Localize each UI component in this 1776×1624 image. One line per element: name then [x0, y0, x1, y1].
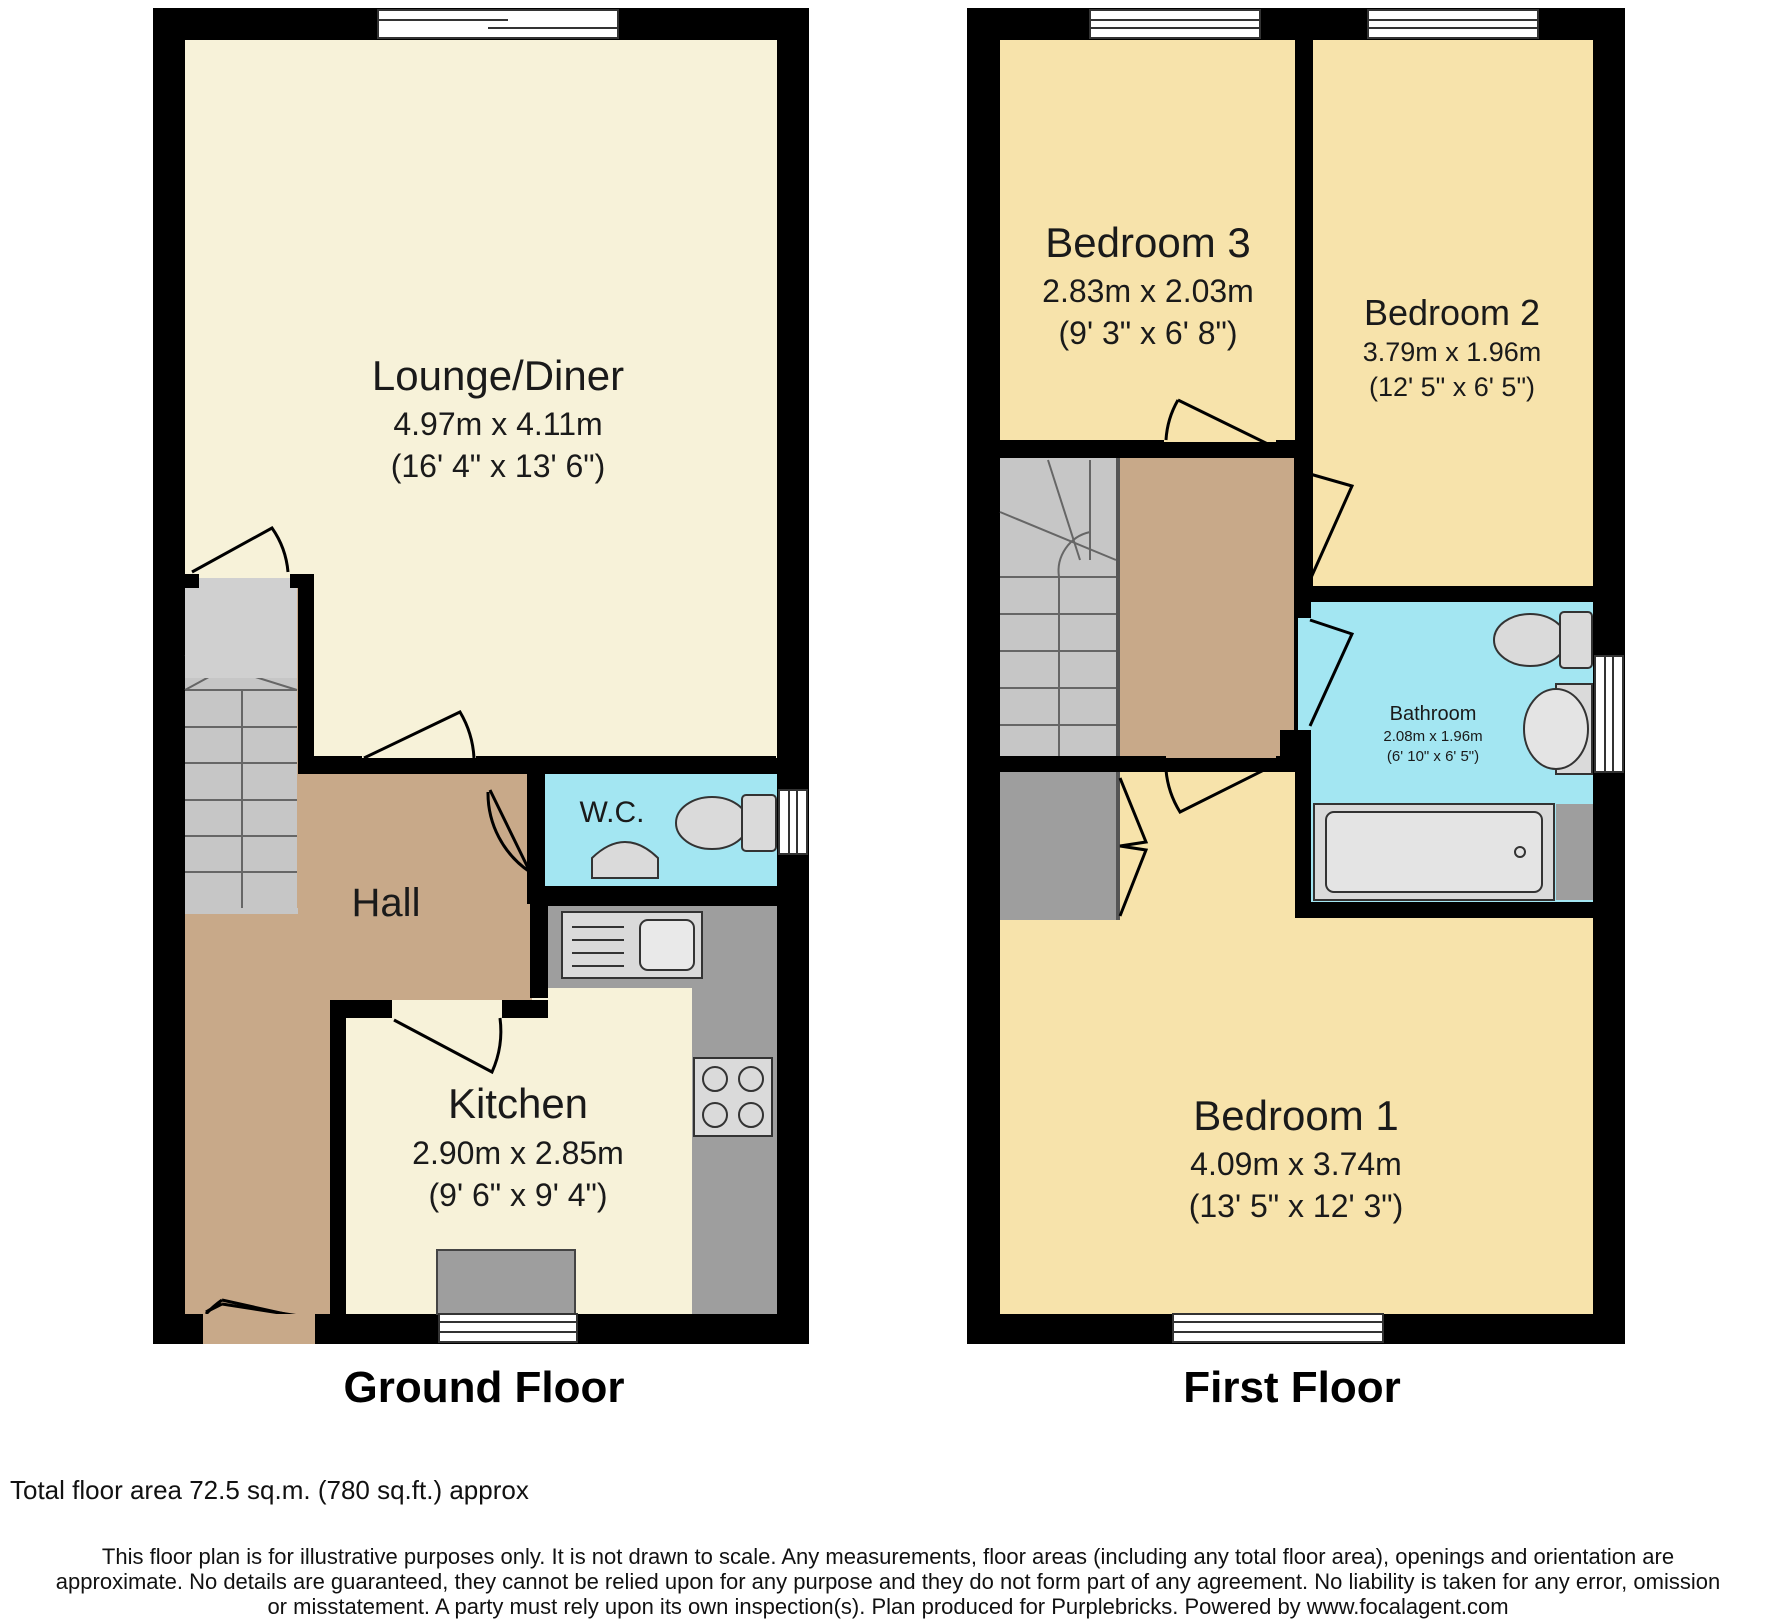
wc-basin-icon: [591, 841, 659, 879]
wc-label: W.C.: [580, 796, 645, 829]
bathroom-basin-icon: [1523, 683, 1593, 775]
ground-windows: [377, 9, 808, 1343]
ground-floor-title: Ground Floor: [343, 1363, 624, 1412]
first-internal-walls: [1000, 40, 1593, 920]
lounge-diner-name: Lounge/Diner: [372, 352, 624, 399]
bedroom2-metric: 3.79m x 1.96m: [1363, 337, 1542, 367]
ground-internal-walls: [185, 574, 777, 1314]
lounge-diner-label: Lounge/Diner 4.97m x 4.11m (16' 4" x 13'…: [372, 352, 624, 484]
first-floor-plan: Bedroom 3 2.83m x 2.03m (9' 3" x 6' 8") …: [967, 8, 1625, 1412]
first-stairs-treads: [999, 459, 1117, 758]
first-windows: [1089, 9, 1624, 1343]
bedroom3-floor: [1000, 40, 1295, 442]
first-floor-title: First Floor: [1183, 1363, 1401, 1412]
disclaimer: This floor plan is for illustrative purp…: [0, 1544, 1776, 1619]
hall-label: Hall: [352, 881, 421, 925]
bedroom1-floor: [1000, 772, 1593, 1314]
front-door-step: [203, 1314, 315, 1344]
lounge-diner-metric: 4.97m x 4.11m: [393, 406, 602, 442]
lounge-diner-imperial: (16' 4" x 13' 6"): [391, 448, 606, 484]
disclaimer-line-3: or misstatement. A party must rely upon …: [267, 1594, 1509, 1619]
bath-icon: [1313, 803, 1555, 901]
kitchen-imperial: (9' 6" x 9' 4"): [429, 1177, 608, 1213]
bathroom-toilet-icon: [1493, 611, 1593, 669]
disclaimer-line-2: approximate. No details are guaranteed, …: [55, 1569, 1721, 1594]
kitchen-metric: 2.90m x 2.85m: [412, 1135, 624, 1171]
bedroom3-imperial: (9' 3" x 6' 8"): [1059, 315, 1238, 351]
bedroom1-name: Bedroom 1: [1193, 1092, 1398, 1139]
ground-doors: [191, 526, 534, 1322]
landing-floor: [1118, 458, 1294, 758]
disclaimer-line-1: This floor plan is for illustrative purp…: [101, 1544, 1675, 1569]
bedroom3-metric: 2.83m x 2.03m: [1042, 273, 1254, 309]
bedroom3-label: Bedroom 3 2.83m x 2.03m (9' 3" x 6' 8"): [1042, 219, 1254, 351]
bedroom2-imperial: (12' 5" x 6' 5"): [1369, 372, 1535, 402]
bathroom-label: Bathroom 2.08m x 1.96m (6' 10" x 6' 5"): [1383, 703, 1482, 765]
kitchen-sink-icon: [561, 911, 703, 979]
bedroom2-name: Bedroom 2: [1364, 292, 1540, 333]
kitchen-unit-bottom: [436, 1249, 576, 1315]
bedroom2-label: Bedroom 2 3.79m x 1.96m (12' 5" x 6' 5"): [1363, 292, 1542, 402]
hob-icon: [693, 1057, 773, 1137]
wc-toilet-icon: [675, 794, 777, 852]
kitchen-name: Kitchen: [448, 1080, 588, 1127]
bathroom-cabinet: [1556, 804, 1593, 900]
bedroom1-cupboard: [1000, 772, 1116, 920]
bedroom2-floor: [1313, 40, 1593, 586]
bedroom1-imperial: (13' 5" x 12' 3"): [1189, 1188, 1404, 1224]
stair-cupboard-top: [185, 578, 297, 678]
bedroom3-name: Bedroom 3: [1045, 219, 1250, 266]
bathroom-metric: 2.08m x 1.96m: [1383, 728, 1482, 745]
total-floor-area: Total floor area 72.5 sq.m. (780 sq.ft.)…: [10, 1475, 529, 1505]
bathroom-name: Bathroom: [1390, 703, 1477, 725]
first-doors: [1118, 398, 1355, 917]
ground-floor-plan: Lounge/Diner 4.97m x 4.11m (16' 4" x 13'…: [153, 8, 809, 1412]
kitchen-label: Kitchen 2.90m x 2.85m (9' 6" x 9' 4"): [412, 1080, 624, 1213]
bathroom-imperial: (6' 10" x 6' 5"): [1387, 748, 1479, 765]
bedroom1-label: Bedroom 1 4.09m x 3.74m (13' 5" x 12' 3"…: [1189, 1092, 1404, 1224]
bedroom1-metric: 4.09m x 3.74m: [1190, 1146, 1402, 1182]
